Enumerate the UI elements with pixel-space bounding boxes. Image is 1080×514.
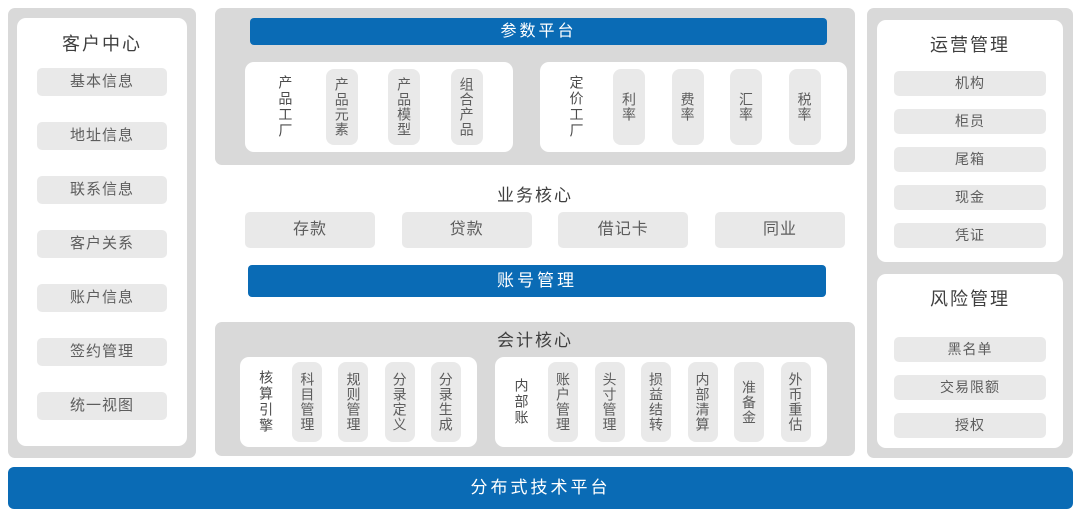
internal-account-chip: 损益结转 xyxy=(641,362,671,442)
customer-item-chip: 统一视图 xyxy=(37,392,167,420)
internal-account-chip: 账户管理 xyxy=(548,362,578,442)
accounting-core-title: 会计核心 xyxy=(497,331,573,350)
pricing-factory-chip: 费率 xyxy=(671,69,704,145)
product-factory-chip: 组合产品 xyxy=(450,69,483,145)
risk-management-card: 风险管理 黑名单交易限额授权 xyxy=(877,274,1063,448)
customer-center-card: 客户中心 基本信息地址信息联系信息客户关系账户信息签约管理统一视图 xyxy=(17,18,187,446)
operations-management-card: 运营管理 机构柜员尾箱现金凭证 xyxy=(877,20,1063,262)
customer-item-chip: 基本信息 xyxy=(37,68,167,96)
param-platform-container: 参数平台 产品工厂 产品元素产品模型组合产品 定价工厂 利率费率汇率税率 xyxy=(215,8,855,165)
risk-item-chip: 黑名单 xyxy=(894,337,1046,362)
accounting-engine-label: 核算引擎 xyxy=(258,370,275,434)
operations-item-chip: 现金 xyxy=(894,185,1046,210)
internal-account-card: 内部账 账户管理头寸管理损益结转内部清算准备金外币重估 xyxy=(495,357,827,447)
distributed-platform-bar: 分布式技术平台 xyxy=(8,467,1073,509)
accounting-engine-chip: 分录生成 xyxy=(430,362,461,442)
accounting-engine-chip: 规则管理 xyxy=(338,362,369,442)
internal-account-chip: 外币重估 xyxy=(780,362,811,442)
business-core-chip: 同业 xyxy=(714,212,845,248)
business-core-chip: 贷款 xyxy=(401,212,532,248)
customer-center-list: 基本信息地址信息联系信息客户关系账户信息签约管理统一视图 xyxy=(17,68,187,420)
business-core-row: 存款贷款借记卡同业 xyxy=(245,212,845,248)
customer-center-title: 客户中心 xyxy=(62,34,142,54)
customer-item-chip: 联系信息 xyxy=(37,176,167,204)
operations-item-chip: 凭证 xyxy=(894,223,1046,248)
pricing-factory-chip: 汇率 xyxy=(730,69,762,145)
internal-account-chip: 头寸管理 xyxy=(594,362,625,442)
customer-item-chip: 签约管理 xyxy=(37,338,167,366)
pricing-factory-chip: 税率 xyxy=(788,69,821,145)
account-management-bar: 账号管理 xyxy=(248,265,826,297)
business-core-chip: 借记卡 xyxy=(558,212,689,248)
accounting-engine-chip: 分录定义 xyxy=(384,362,415,442)
customer-item-chip: 账户信息 xyxy=(37,284,167,312)
internal-account-chip: 准备金 xyxy=(734,362,764,442)
param-platform-header: 参数平台 xyxy=(250,18,827,45)
customer-item-chip: 客户关系 xyxy=(37,230,167,258)
customer-item-chip: 地址信息 xyxy=(37,122,167,150)
product-factory-chip: 产品模型 xyxy=(388,69,421,145)
operations-item-chip: 尾箱 xyxy=(894,147,1046,172)
customer-center-panel: 客户中心 基本信息地址信息联系信息客户关系账户信息签约管理统一视图 xyxy=(8,8,196,458)
internal-account-label: 内部账 xyxy=(513,378,530,426)
product-factory-chip: 产品元素 xyxy=(325,69,358,145)
accounting-engine-card: 核算引擎 科目管理规则管理分录定义分录生成 xyxy=(240,357,477,447)
pricing-factory-card: 定价工厂 利率费率汇率税率 xyxy=(540,62,847,152)
operations-list: 机构柜员尾箱现金凭证 xyxy=(877,71,1063,248)
right-panel: 运营管理 机构柜员尾箱现金凭证 风险管理 黑名单交易限额授权 xyxy=(867,8,1073,458)
risk-management-title: 风险管理 xyxy=(930,289,1010,309)
accounting-engine-chip: 科目管理 xyxy=(292,362,323,442)
operations-item-chip: 机构 xyxy=(894,71,1046,96)
internal-account-chip: 内部清算 xyxy=(687,362,718,442)
accounting-core-container: 会计核心 核算引擎 科目管理规则管理分录定义分录生成 内部账 账户管理头寸管理损… xyxy=(215,322,855,456)
business-core-title: 业务核心 xyxy=(497,186,573,205)
risk-item-chip: 授权 xyxy=(894,413,1046,438)
operations-management-title: 运营管理 xyxy=(930,35,1010,55)
product-factory-card: 产品工厂 产品元素产品模型组合产品 xyxy=(245,62,513,152)
pricing-factory-chip: 利率 xyxy=(613,69,645,145)
operations-item-chip: 柜员 xyxy=(894,109,1046,134)
product-factory-label: 产品工厂 xyxy=(277,75,294,139)
business-core-chip: 存款 xyxy=(245,212,375,248)
risk-item-chip: 交易限额 xyxy=(894,375,1046,400)
pricing-factory-label: 定价工厂 xyxy=(568,75,585,139)
risk-list: 黑名单交易限额授权 xyxy=(877,337,1063,438)
